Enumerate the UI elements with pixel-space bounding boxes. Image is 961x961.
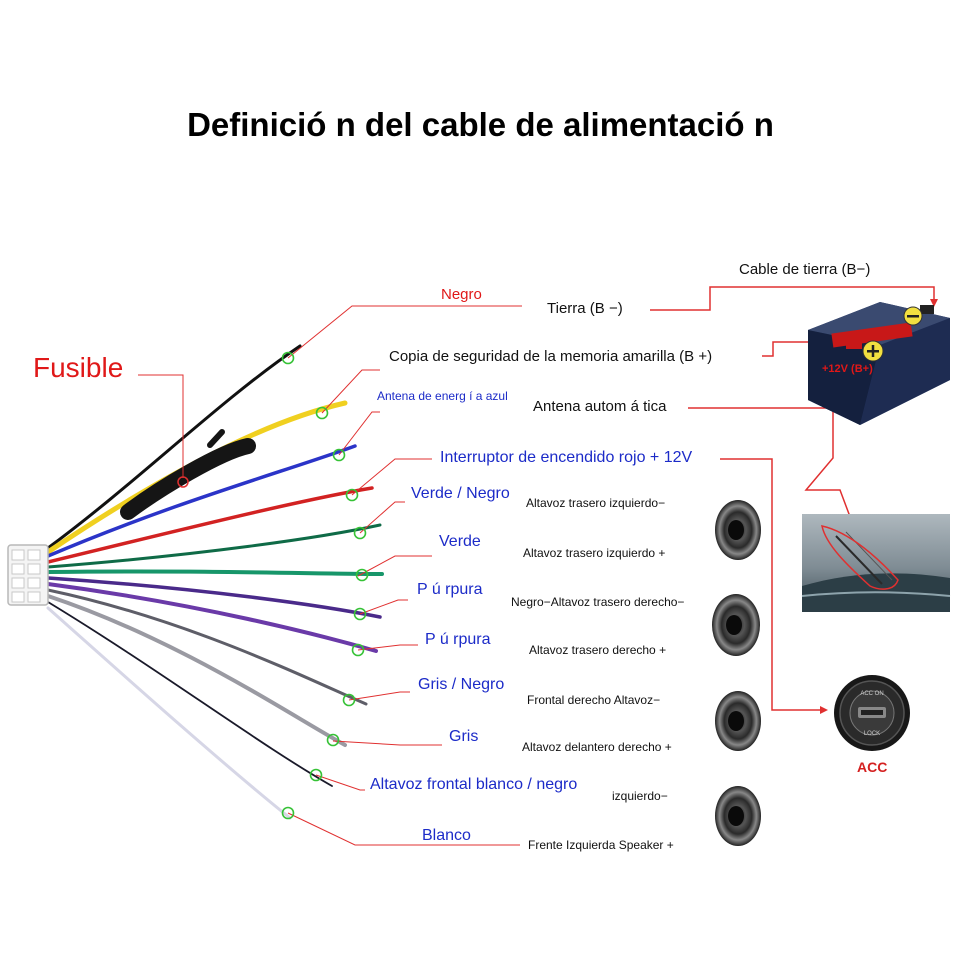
wire-markers bbox=[281, 351, 369, 820]
leader-lines bbox=[138, 305, 522, 846]
wire-purple-black bbox=[46, 576, 382, 619]
acc-label: ACC bbox=[857, 759, 888, 775]
wire-gray-black-color-label: Gris / Negro bbox=[418, 676, 505, 693]
fuse-marker bbox=[177, 476, 189, 488]
fuse-holder bbox=[120, 438, 256, 520]
speaker-rear-left-icon bbox=[715, 500, 761, 560]
wire-yellow-function-label: Copia de seguridad de la memoria amarill… bbox=[389, 348, 713, 365]
ignition-switch-image: ACC ON LOCK bbox=[834, 675, 910, 751]
ground-cable-label: Cable de tierra (B−) bbox=[739, 261, 871, 278]
acc-arrow bbox=[720, 458, 828, 714]
speaker-front-left-icon bbox=[715, 786, 761, 846]
fuse-label: Fusible bbox=[33, 352, 124, 383]
wire-black-function-label: Tierra (B −) bbox=[547, 300, 623, 317]
wire-red bbox=[46, 486, 374, 564]
wire-gray-color-label: Gris bbox=[449, 728, 479, 745]
wire-red-color-label: Interruptor de encendido rojo + 12V bbox=[440, 449, 693, 466]
wire-black-color-label: Negro bbox=[441, 286, 482, 303]
wire-purple bbox=[46, 582, 378, 653]
wire-blue-function-label: Antena autom á tica bbox=[533, 398, 667, 415]
wire-purple-black-function-label: Negro−Altavoz trasero derecho− bbox=[511, 595, 685, 609]
wire-white-black bbox=[47, 601, 333, 787]
wire-white bbox=[46, 606, 292, 820]
wire-green-color-label: Verde bbox=[439, 533, 481, 550]
wire-green-black bbox=[46, 523, 382, 569]
harness-connector bbox=[7, 544, 49, 606]
svg-text:LOCK: LOCK bbox=[864, 731, 880, 737]
antenna-highlight bbox=[821, 525, 899, 590]
wire-white-function-label: Frente Izquierda Speaker + bbox=[528, 838, 674, 852]
wire-white-black-color-label: Altavoz frontal blanco / negro bbox=[370, 776, 578, 793]
speaker-front-right-icon bbox=[715, 691, 761, 751]
wire-bundle bbox=[45, 344, 384, 820]
wire-white-color-label: Blanco bbox=[422, 827, 471, 844]
ground-arrow bbox=[650, 286, 938, 311]
speaker-rear-right-icon bbox=[712, 594, 760, 656]
car-antenna-photo bbox=[801, 514, 951, 612]
wire-gray-black bbox=[46, 588, 368, 706]
svg-text:ACC ON: ACC ON bbox=[860, 691, 883, 697]
battery-image bbox=[808, 302, 950, 425]
wire-green bbox=[46, 569, 384, 576]
wire-purple-color-label: P ú rpura bbox=[425, 631, 491, 648]
wire-blue-color-label: Antena de energ í a azul bbox=[377, 389, 508, 403]
wire-gray bbox=[46, 594, 347, 747]
wire-green-black-color-label: Verde / Negro bbox=[411, 485, 510, 502]
wire-green-function-label: Altavoz trasero izquierdo + bbox=[523, 546, 666, 560]
wire-purple-black-color-label: P ú rpura bbox=[417, 581, 483, 598]
wire-black bbox=[46, 344, 302, 550]
wire-purple-function-label: Altavoz trasero derecho + bbox=[529, 643, 667, 657]
page-title: Definició n del cable de alimentació n bbox=[187, 106, 774, 143]
wire-gray-black-function-label: Frontal derecho Altavoz− bbox=[527, 693, 661, 707]
battery-positive-label: +12V (B+) bbox=[822, 363, 873, 375]
antenna-arrow bbox=[688, 407, 860, 540]
wire-blue bbox=[46, 444, 357, 558]
wire-white-black-function-label: izquierdo− bbox=[612, 789, 668, 803]
wire-green-black-function-label: Altavoz trasero izquierdo− bbox=[526, 496, 666, 510]
wire-gray-function-label: Altavoz delantero derecho + bbox=[522, 740, 672, 754]
